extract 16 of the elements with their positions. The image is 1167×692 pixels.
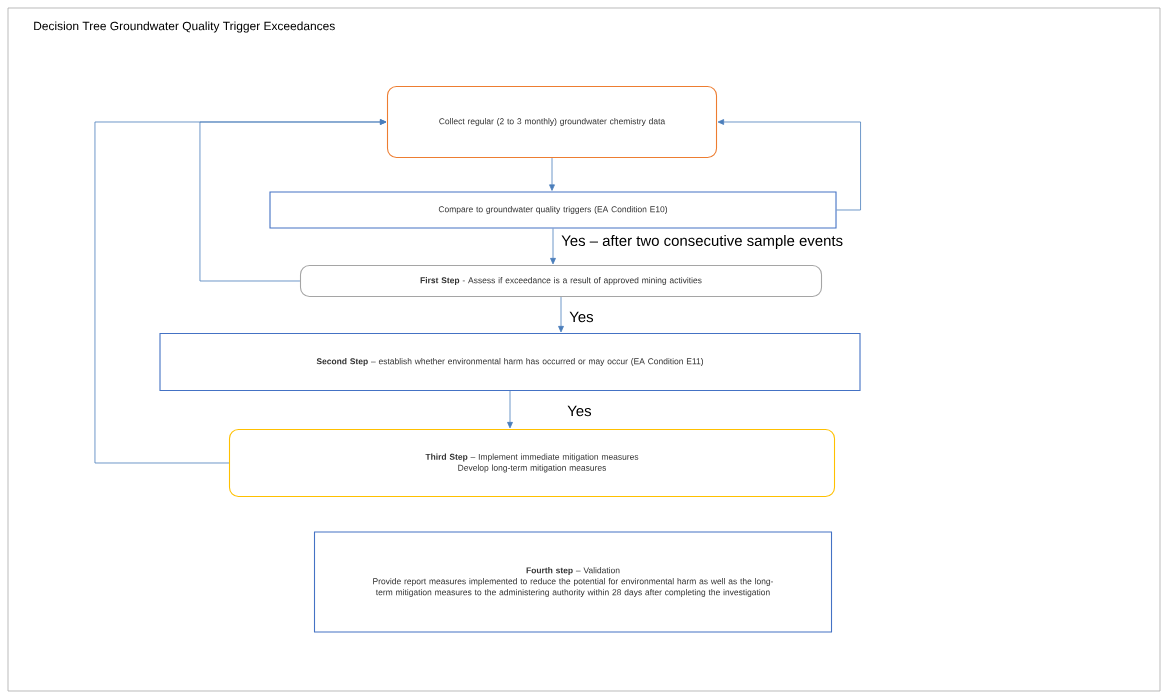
process-box: Third Step – Implement immediate mitigation measures Develop long-term mitigation measures xyxy=(228,428,836,498)
edge-label: Yes xyxy=(566,404,593,418)
arrow xyxy=(558,296,564,333)
arrow xyxy=(507,390,513,429)
arrow xyxy=(549,157,555,191)
arrow xyxy=(94,119,387,464)
process-box: Fourth step – Validation Provide report measures implemented to reduce the potential for environmental harm as well as the long-term mitigation measures to the administering authority within 28 days after completing the investigation xyxy=(313,531,833,633)
process-box: Compare to groundwater quality triggers (EA Condition E10) xyxy=(269,191,837,229)
arrow xyxy=(717,119,861,211)
title: Decision Tree Groundwater Quality Trigger Exceedances xyxy=(34,21,335,33)
arrow xyxy=(550,228,556,265)
edge-label: Yes xyxy=(568,310,595,324)
process-box: Second Step – establish whether environmental harm has occurred or may occur (EA Condition E11) xyxy=(159,332,861,392)
process-box: First Step - Assess if exceedance is a result of approved mining activities xyxy=(299,264,823,298)
edge-label: Yes – after two consecutive sample events xyxy=(560,234,845,250)
process-box: Collect regular (2 to 3 monthly) groundwater chemistry data xyxy=(386,85,718,159)
